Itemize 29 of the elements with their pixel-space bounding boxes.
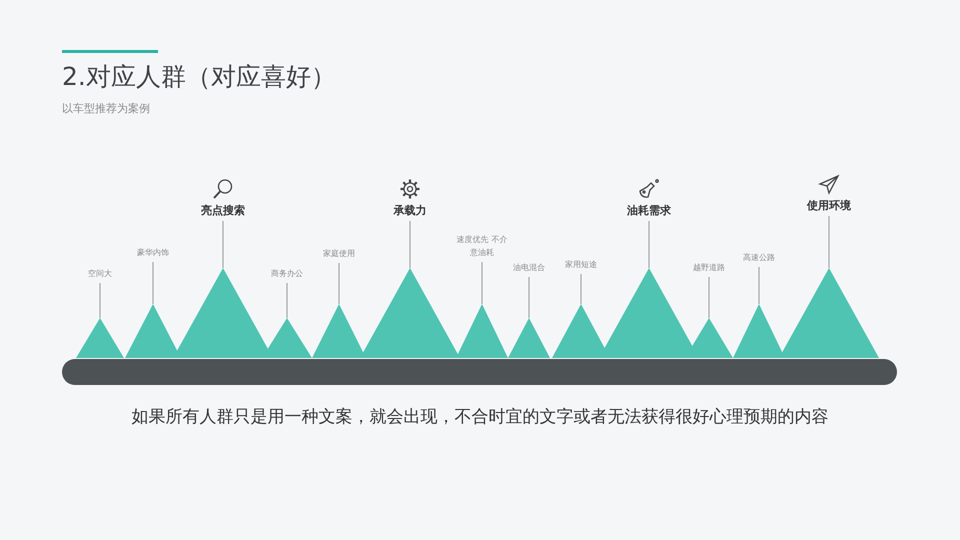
preference-label: 越野道路 — [674, 261, 744, 274]
preference-label: 商务办公 — [252, 267, 322, 280]
leader-line — [528, 276, 530, 318]
preference-label: 家庭使用 — [304, 247, 374, 260]
leader-line — [222, 220, 224, 268]
mountain-triangle — [312, 304, 366, 358]
preference-label: 高速公路 — [724, 251, 794, 264]
subtitle: 以车型推荐为案例 — [62, 101, 150, 116]
leader-line — [286, 282, 288, 318]
mountain-triangle — [456, 304, 508, 358]
leader-line — [580, 274, 582, 304]
category-label: 承载力 — [370, 203, 450, 218]
preference-label: 豪华内饰 — [118, 246, 188, 259]
category-label: 油耗需求 — [609, 203, 689, 218]
leader-line — [648, 220, 650, 268]
leader-line — [708, 276, 710, 318]
caption: 如果所有人群只是用一种文案，就会出现，不合时宜的文字或者无法获得很好心理预期的内容 — [130, 406, 830, 428]
category-label: 亮点搜索 — [183, 203, 263, 218]
title: 2.对应人群（对应喜好） — [62, 61, 336, 93]
mountain-triangle — [508, 318, 550, 358]
preference-label: 速度优先 不介意油耗 — [456, 233, 508, 259]
leader-line — [338, 262, 340, 304]
mountain-triangle — [733, 304, 785, 358]
leader-line — [828, 216, 830, 268]
preference-label: 空间大 — [65, 267, 135, 280]
mountain-triangle — [76, 318, 124, 358]
leader-line — [152, 262, 154, 304]
category-label: 使用环境 — [789, 198, 869, 213]
leader-line — [758, 266, 760, 304]
